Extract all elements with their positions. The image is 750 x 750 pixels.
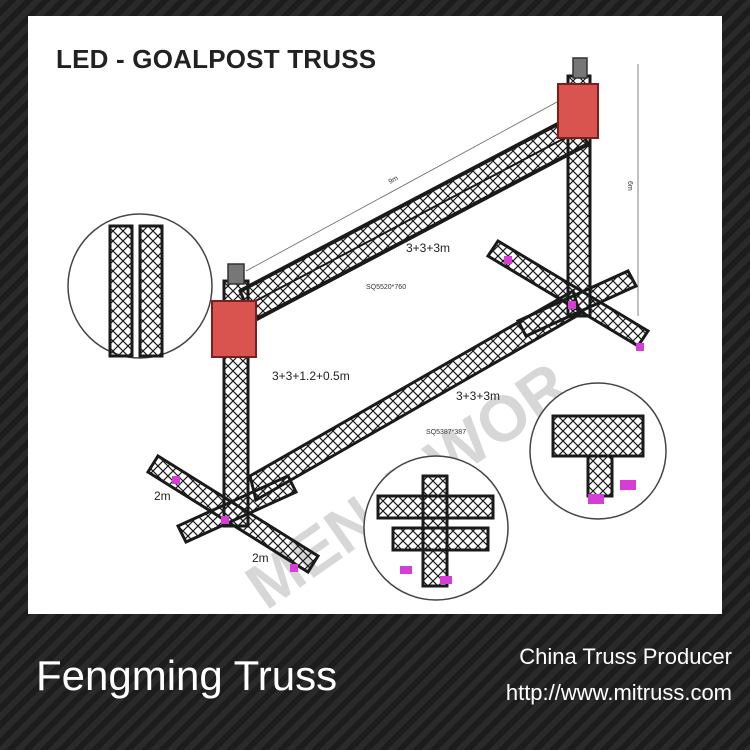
left-base-width-label: 2m bbox=[154, 489, 171, 503]
base-plate bbox=[290, 564, 298, 572]
base-plate bbox=[504, 256, 512, 264]
left-upright-truss bbox=[211, 263, 257, 528]
footer-url[interactable]: http://www.mitruss.com bbox=[505, 680, 732, 705]
left-sleeve-block bbox=[211, 300, 257, 358]
top-span-label: 3+3+3m bbox=[406, 241, 450, 255]
footer-producer: China Truss Producer bbox=[519, 644, 732, 669]
top-beam-truss bbox=[238, 113, 591, 324]
right-top-cap bbox=[572, 57, 588, 79]
base-plate bbox=[221, 516, 229, 524]
diagram-panel: LED - GOALPOST TRUSS MEN A WOR 9m 6m bbox=[28, 16, 722, 614]
left-base-truss bbox=[145, 453, 321, 575]
bottom-model-label: SQ5387*387 bbox=[426, 429, 466, 436]
base-plates bbox=[172, 256, 644, 572]
front-base-width-label: 2m bbox=[252, 551, 269, 565]
base-plate bbox=[400, 566, 412, 574]
diagram-title: LED - GOALPOST TRUSS bbox=[56, 44, 377, 74]
top-dimension-label: 9m bbox=[388, 175, 400, 186]
truss-diagram: MEN A WOR 9m 6m bbox=[67, 57, 667, 614]
footer-brand: Fengming Truss bbox=[36, 652, 338, 699]
base-plate bbox=[636, 343, 644, 351]
detail-circle-junction bbox=[363, 455, 509, 601]
base-plate bbox=[440, 576, 452, 584]
top-dimension-line bbox=[245, 95, 569, 272]
right-upright-truss bbox=[557, 57, 599, 318]
bottom-span-label: 3+3+3m bbox=[456, 389, 500, 403]
base-plate bbox=[172, 476, 180, 484]
middle-span-label: 3+3+1.2+0.5m bbox=[272, 369, 350, 383]
base-plate bbox=[568, 301, 576, 309]
top-model-label: SQ5520*760 bbox=[366, 284, 406, 291]
left-top-cap bbox=[227, 263, 245, 285]
base-plate bbox=[588, 494, 604, 504]
height-dimension-label: 6m bbox=[626, 181, 633, 191]
detail-circle-upright bbox=[67, 213, 213, 359]
base-plate bbox=[620, 480, 636, 490]
right-sleeve-block bbox=[557, 83, 599, 139]
detail-circle-base-corner bbox=[529, 382, 667, 520]
